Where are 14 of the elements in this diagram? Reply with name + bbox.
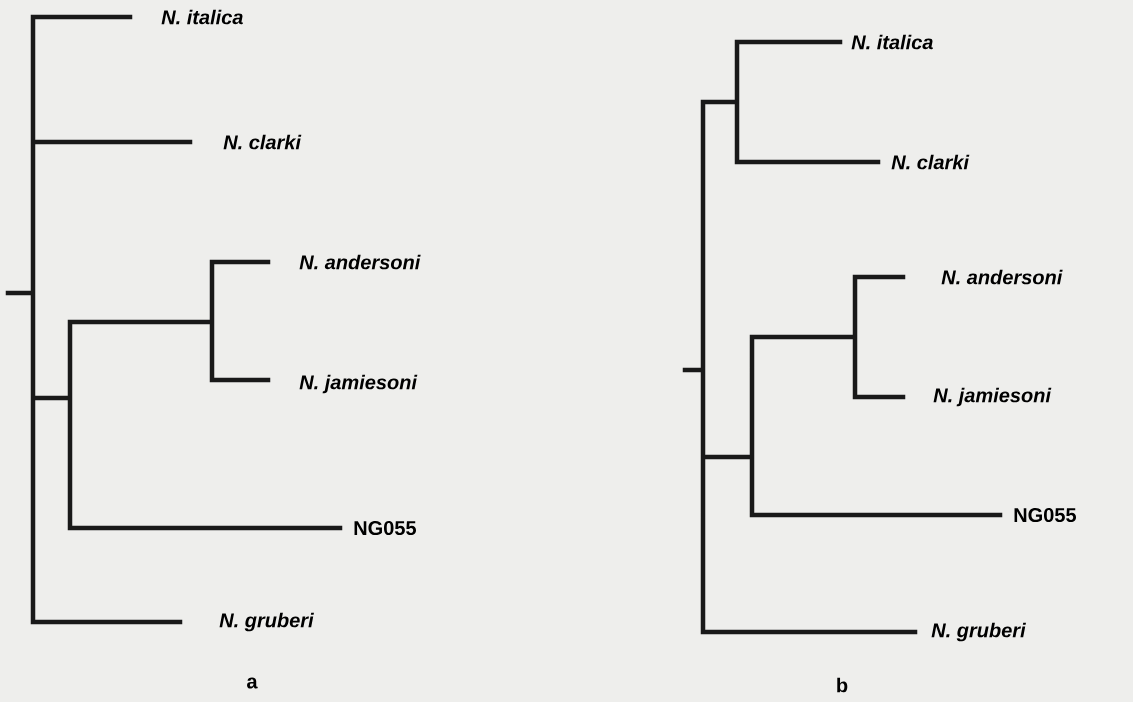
species-label: N. italica bbox=[161, 9, 243, 25]
species-label: N. italica bbox=[851, 34, 933, 50]
species-label: N. andersoni bbox=[299, 254, 421, 270]
species-label: NG055 bbox=[354, 520, 416, 536]
species-label: N. gruberi bbox=[931, 622, 1026, 642]
panel-letter: a bbox=[247, 677, 258, 689]
species-label: N. jamiesoni bbox=[299, 374, 418, 394]
species-label: NG055 bbox=[1014, 507, 1076, 523]
species-label: N. jamiesoni bbox=[933, 387, 1052, 407]
panel-letter: b bbox=[837, 677, 848, 693]
species-label: N. clarki bbox=[223, 134, 302, 150]
species-label: N. gruberi bbox=[219, 612, 314, 632]
species-label: N. clarki bbox=[891, 154, 970, 170]
species-label: N. andersoni bbox=[941, 269, 1063, 285]
